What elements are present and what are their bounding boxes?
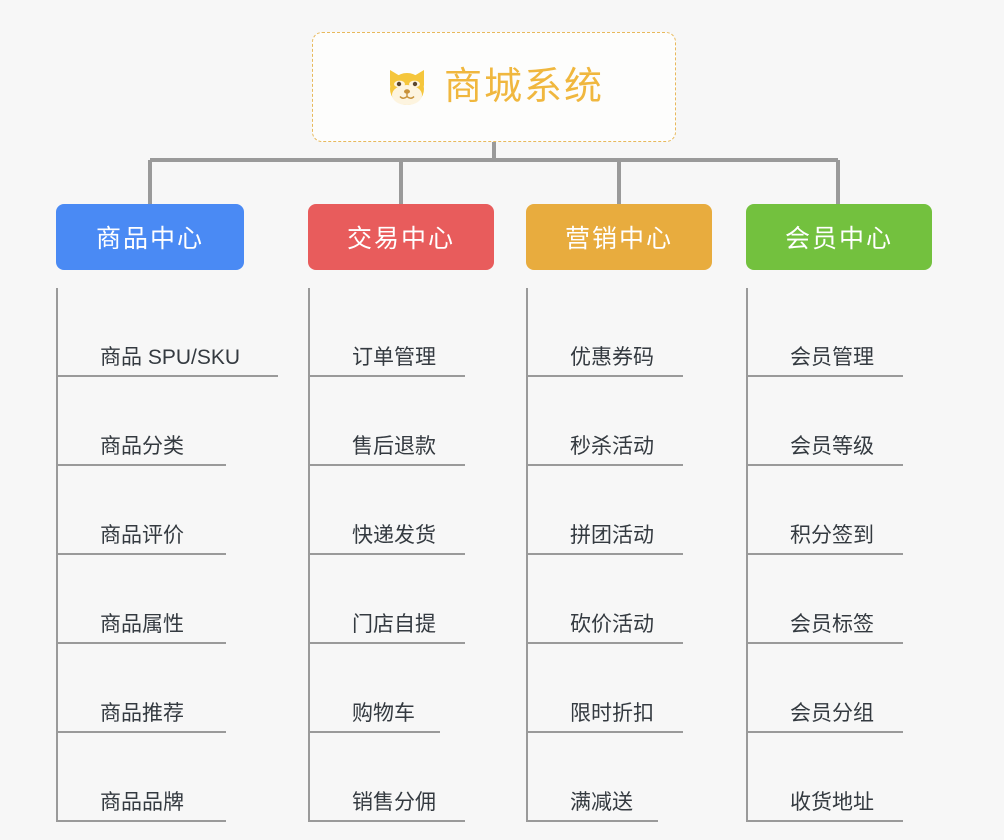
leaf-item[interactable]: 会员管理	[748, 288, 932, 377]
leaf-item[interactable]: 商品分类	[58, 377, 244, 466]
leaf-item[interactable]: 商品属性	[58, 555, 244, 644]
leaf-item[interactable]: 快递发货	[310, 466, 494, 555]
leaf-label: 销售分佣	[352, 791, 436, 814]
leaf-item[interactable]: 砍价活动	[528, 555, 712, 644]
category-label: 会员中心	[784, 225, 893, 253]
leaf-list-product-center: 商品 SPU/SKU 商品分类 商品评价 商品属性 商品推荐 商品品牌	[56, 288, 278, 822]
leaf-item[interactable]: 订单管理	[310, 288, 494, 377]
leaf-item[interactable]: 收货地址	[748, 733, 932, 822]
leaf-item[interactable]: 满减送	[528, 733, 712, 822]
leaf-label: 商品属性	[100, 613, 184, 636]
dog-face-icon	[384, 64, 430, 110]
category-header-product-center[interactable]: 商品中心	[56, 204, 244, 270]
leaf-label: 快递发货	[352, 524, 436, 547]
category-column-trade-center: 交易中心 订单管理 售后退款 快递发货 门店自提 购物车 销售分佣	[308, 204, 494, 822]
leaf-label: 会员等级	[790, 435, 874, 458]
leaf-label: 商品推荐	[100, 702, 184, 725]
category-header-marketing-center[interactable]: 营销中心	[526, 204, 712, 270]
leaf-item[interactable]: 限时折扣	[528, 644, 712, 733]
leaf-label: 秒杀活动	[570, 435, 654, 458]
leaf-label: 会员管理	[790, 346, 874, 369]
category-label: 营销中心	[564, 225, 673, 253]
leaf-list-member-center: 会员管理 会员等级 积分签到 会员标签 会员分组 收货地址	[746, 288, 932, 822]
leaf-label: 会员分组	[790, 702, 874, 725]
leaf-item[interactable]: 商品 SPU/SKU	[58, 288, 278, 377]
leaf-label: 会员标签	[790, 613, 874, 636]
leaf-item[interactable]: 门店自提	[310, 555, 494, 644]
leaf-item[interactable]: 售后退款	[310, 377, 494, 466]
leaf-item[interactable]: 积分签到	[748, 466, 932, 555]
leaf-item[interactable]: 拼团活动	[528, 466, 712, 555]
leaf-list-marketing-center: 优惠券码 秒杀活动 拼团活动 砍价活动 限时折扣 满减送	[526, 288, 712, 822]
leaf-label: 商品评价	[100, 524, 184, 547]
category-label: 交易中心	[346, 225, 455, 253]
category-label: 商品中心	[95, 225, 204, 253]
category-column-marketing-center: 营销中心 优惠券码 秒杀活动 拼团活动 砍价活动 限时折扣 满减送	[526, 204, 712, 822]
leaf-label: 限时折扣	[570, 702, 654, 725]
leaf-item[interactable]: 商品推荐	[58, 644, 244, 733]
leaf-label: 积分签到	[790, 524, 874, 547]
leaf-label: 购物车	[352, 702, 415, 725]
category-header-trade-center[interactable]: 交易中心	[308, 204, 494, 270]
leaf-label: 商品 SPU/SKU	[100, 346, 241, 369]
leaf-item[interactable]: 会员标签	[748, 555, 932, 644]
leaf-label: 拼团活动	[570, 524, 654, 547]
leaf-item[interactable]: 优惠券码	[528, 288, 712, 377]
category-column-member-center: 会员中心 会员管理 会员等级 积分签到 会员标签 会员分组 收货地址	[746, 204, 932, 822]
leaf-label: 售后退款	[352, 435, 436, 458]
category-header-member-center[interactable]: 会员中心	[746, 204, 932, 270]
leaf-item[interactable]: 秒杀活动	[528, 377, 712, 466]
leaf-list-trade-center: 订单管理 售后退款 快递发货 门店自提 购物车 销售分佣	[308, 288, 494, 822]
leaf-item[interactable]: 会员等级	[748, 377, 932, 466]
leaf-item[interactable]: 销售分佣	[310, 733, 494, 822]
leaf-label: 门店自提	[352, 613, 436, 636]
root-node[interactable]: 商城系统	[312, 32, 676, 142]
leaf-item[interactable]: 商品品牌	[58, 733, 244, 822]
leaf-item[interactable]: 会员分组	[748, 644, 932, 733]
category-column-product-center: 商品中心 商品 SPU/SKU 商品分类 商品评价 商品属性 商品推荐 商品品牌	[56, 204, 278, 822]
leaf-label: 商品品牌	[100, 791, 184, 814]
leaf-label: 商品分类	[100, 435, 184, 458]
leaf-label: 订单管理	[352, 346, 436, 369]
root-title: 商城系统	[443, 66, 604, 108]
leaf-label: 满减送	[570, 791, 633, 814]
leaf-label: 收货地址	[790, 791, 874, 814]
leaf-label: 优惠券码	[570, 346, 654, 369]
leaf-label: 砍价活动	[570, 613, 654, 636]
leaf-item[interactable]: 购物车	[310, 644, 494, 733]
leaf-item[interactable]: 商品评价	[58, 466, 244, 555]
